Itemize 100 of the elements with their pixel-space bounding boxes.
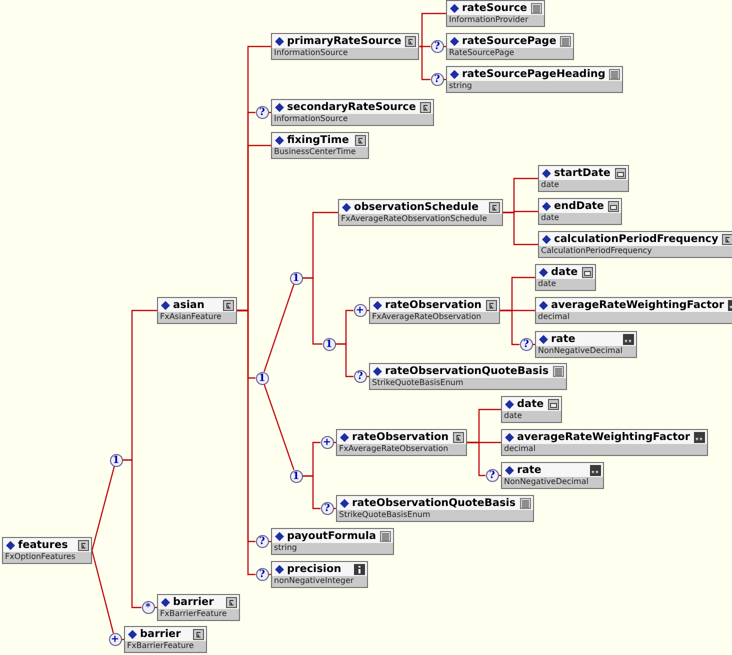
element-name: date	[551, 265, 578, 279]
connector-line	[419, 12, 446, 48]
connector-line	[419, 46, 430, 80]
element-name: date	[517, 397, 544, 411]
type-name: BusinessCenterTime	[274, 147, 357, 157]
element-name: barrier	[173, 595, 214, 609]
occurrence-marker: +	[354, 304, 366, 317]
element-box	[369, 363, 567, 390]
type-name: FxAverageRateObservation	[372, 312, 482, 322]
occurrence-marker: ?	[256, 568, 268, 581]
element-name: rateObservation	[352, 430, 449, 444]
connector-line	[264, 384, 294, 470]
occurrence-marker: *	[142, 601, 154, 614]
type-name: NonNegativeDecimal	[538, 346, 624, 356]
connector-line	[467, 442, 486, 476]
type-name: InformationSource	[274, 114, 349, 124]
connector-line	[91, 550, 114, 634]
type-name: FxAverageRateObservationSchedule	[341, 214, 488, 224]
type-name: date	[538, 279, 558, 289]
element-box	[271, 99, 434, 126]
type-name: date	[504, 411, 524, 421]
type-name: date	[541, 213, 560, 223]
element-name: rateObservation	[385, 298, 482, 312]
connector-line	[264, 284, 294, 372]
compositor-circle: 1	[110, 454, 122, 466]
compositor-circle: 1	[256, 372, 268, 384]
element-box	[501, 429, 708, 456]
element-name: payoutFormula	[287, 529, 376, 543]
element-box	[501, 462, 604, 489]
element-box	[271, 528, 394, 555]
connector-line	[302, 475, 320, 510]
element-box	[538, 231, 732, 258]
element-box	[538, 165, 628, 192]
occurrence-marker: ?	[256, 535, 268, 548]
occurrence-marker: ?	[320, 502, 334, 515]
connector-line	[500, 310, 520, 346]
element-name: rateObservationQuoteBasis	[385, 364, 549, 378]
occurrence-marker: ?	[486, 469, 498, 482]
type-name: RateSourcePage	[449, 48, 516, 58]
connector-line	[91, 466, 115, 551]
element-box	[124, 626, 207, 653]
element-name: barrier	[140, 627, 181, 641]
type-name: date	[541, 180, 560, 190]
occurrence-marker: ?	[520, 338, 532, 351]
type-name: InformationSource	[274, 48, 349, 58]
element-box	[271, 33, 420, 60]
element-box	[538, 198, 622, 225]
type-name: FxAsianFeature	[160, 312, 222, 322]
type-name: StrikeQuoteBasisEnum	[372, 378, 464, 388]
occurrence-marker: ?	[354, 370, 366, 383]
type-name: FxAverageRateObservation	[339, 444, 450, 454]
element-box	[157, 594, 240, 621]
element-name: asian	[173, 298, 204, 312]
type-name: InformationProvider	[449, 15, 530, 25]
element-box	[535, 331, 637, 358]
occurrence-marker: ?	[430, 73, 444, 86]
compositor-circle: 1	[290, 272, 302, 284]
element-name: calculationPeriodFrequency	[554, 232, 718, 246]
element-box	[336, 495, 534, 522]
compositor-circle: 1	[322, 338, 336, 350]
element-name: observationSchedule	[354, 200, 479, 214]
type-name: string	[449, 81, 473, 91]
occurrence-marker: ?	[256, 106, 268, 119]
type-name: decimal	[504, 444, 537, 454]
element-box	[446, 0, 546, 27]
element-name: features	[18, 538, 68, 552]
element-name: startDate	[554, 166, 610, 180]
connector-line	[302, 277, 322, 345]
element-box	[369, 297, 500, 324]
element-box	[338, 199, 503, 226]
connector-line	[122, 459, 142, 608]
type-name: decimal	[538, 312, 571, 322]
element-name: rateSource	[462, 1, 528, 15]
element-box	[271, 561, 368, 588]
compositor-circle: 1	[290, 470, 302, 482]
element-name: rate	[517, 463, 542, 477]
element-name: rateSourcePageHeading	[462, 67, 606, 81]
element-box	[535, 264, 596, 291]
element-name: primaryRateSource	[287, 34, 402, 48]
element-name: averageRateWeightingFactor	[551, 298, 724, 312]
type-name: CalculationPeriodFrequency	[541, 246, 653, 256]
element-box	[336, 429, 467, 456]
type-name: StrikeQuoteBasisEnum	[339, 510, 432, 520]
element-name: rate	[551, 332, 576, 346]
element-box	[446, 66, 624, 93]
element-name: rateObservationQuoteBasis	[352, 496, 516, 510]
type-name: NonNegativeDecimal	[504, 477, 590, 487]
element-box	[501, 396, 562, 423]
occurrence-marker: ?	[430, 40, 444, 53]
element-name: precision	[287, 562, 342, 576]
occurrence-marker: +	[320, 436, 334, 449]
element-box	[2, 537, 92, 564]
element-name: endDate	[554, 199, 604, 213]
type-name: FxOptionFeatures	[5, 552, 76, 562]
element-name: fixingTime	[287, 133, 349, 147]
element-box	[157, 297, 237, 324]
connector-line	[336, 343, 354, 378]
element-name: averageRateWeightingFactor	[517, 430, 690, 444]
type-name: FxBarrierFeature	[160, 609, 228, 619]
connector-line	[503, 212, 538, 246]
